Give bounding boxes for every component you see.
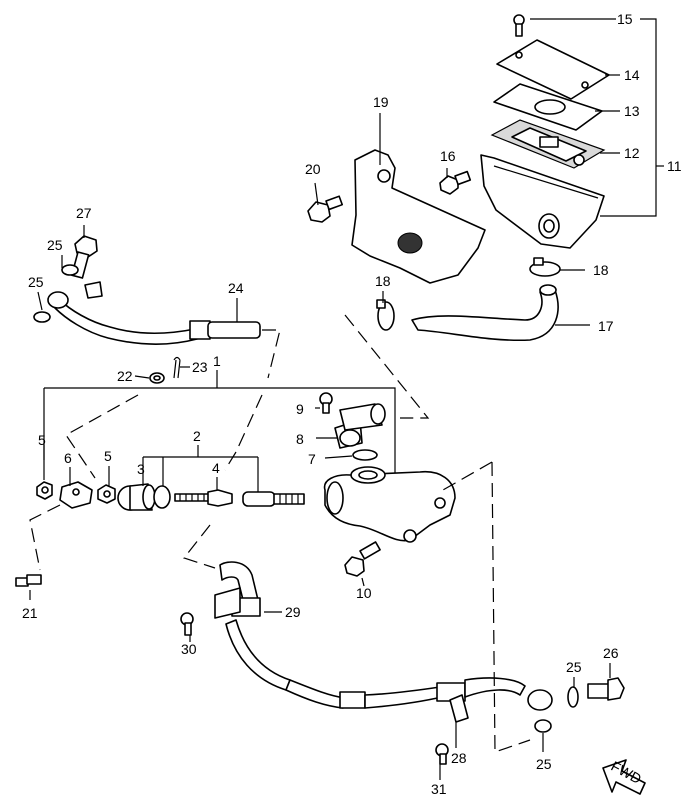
callout-20: 20 — [305, 161, 321, 177]
cotter-pin-23 — [173, 356, 181, 379]
callout-5-right: 5 — [104, 448, 112, 464]
callout-12: 12 — [624, 145, 640, 161]
master-cylinder-group — [36, 387, 456, 577]
bracket-bolt — [307, 195, 344, 223]
washer-25a — [61, 264, 79, 276]
washer-25d — [534, 719, 552, 733]
callout-22: 22 — [117, 368, 133, 384]
banjo-bolt-lower — [587, 677, 625, 701]
washer-25c — [567, 686, 579, 708]
master-cylinder-body — [323, 471, 456, 542]
callout-6: 6 — [64, 450, 72, 466]
reservoir-hose — [376, 284, 559, 342]
washer-25b — [33, 311, 51, 323]
callout-18-left: 18 — [375, 273, 391, 289]
hose-clamp-28 — [449, 694, 469, 723]
reservoir-bolt — [439, 170, 472, 195]
callout-7: 7 — [308, 451, 316, 467]
callout-25-c: 25 — [566, 659, 582, 675]
clevis-6 — [59, 481, 93, 509]
callout-9: 9 — [296, 401, 304, 417]
forward-direction-arrow: FWD — [602, 758, 646, 795]
leader-lines — [29, 18, 664, 780]
callout-19: 19 — [373, 94, 389, 110]
callout-17: 17 — [598, 318, 614, 334]
callout-1: 1 — [213, 353, 221, 369]
hose-clamp-lower — [376, 299, 395, 331]
hose-fitting-8 — [334, 403, 386, 449]
callout-2: 2 — [193, 428, 201, 444]
upper-brake-hose — [33, 235, 261, 345]
lower-brake-hose — [180, 561, 625, 765]
callout-25-b: 25 — [28, 274, 44, 290]
mounting-bolt-10 — [344, 541, 381, 577]
circlip — [153, 485, 171, 509]
callout-29: 29 — [285, 604, 301, 620]
callout-23: 23 — [192, 359, 208, 375]
reservoir-assembly — [439, 14, 610, 277]
callout-25-d: 25 — [536, 756, 552, 772]
callout-8: 8 — [296, 431, 304, 447]
hose-clamp-upper — [529, 257, 561, 277]
callout-16: 16 — [440, 148, 456, 164]
nut-5-right — [97, 484, 116, 504]
callout-24: 24 — [228, 280, 244, 296]
callout-3: 3 — [137, 461, 145, 477]
clamp-bolt-31 — [435, 743, 449, 765]
hose-clamp-29 — [214, 587, 241, 619]
callout-4: 4 — [212, 460, 220, 476]
nut-5-left — [36, 481, 53, 500]
piston-set-2 — [242, 491, 305, 507]
callout-14: 14 — [624, 67, 640, 83]
push-rod-4 — [174, 489, 233, 507]
callout-11: 11 — [667, 158, 682, 174]
callout-labels: 15 14 13 12 11 19 20 16 18 18 17 27 25 2… — [22, 11, 682, 797]
callout-30: 30 — [181, 641, 197, 657]
callout-27: 27 — [76, 205, 92, 221]
callout-10: 10 — [356, 585, 372, 601]
o-ring-7 — [352, 449, 378, 461]
reservoir-body — [480, 154, 605, 249]
callout-5-left: 5 — [38, 432, 46, 448]
clamp-bolt-30 — [180, 612, 194, 636]
bolt-9 — [319, 392, 333, 414]
callout-13: 13 — [624, 103, 640, 119]
callout-21: 21 — [22, 605, 38, 621]
reservoir-cap-screw — [513, 14, 525, 37]
bolt-21 — [15, 574, 42, 587]
callout-25-a: 25 — [47, 237, 63, 253]
callout-28: 28 — [451, 750, 467, 766]
callout-15: 15 — [617, 11, 633, 27]
callout-18-right: 18 — [593, 262, 609, 278]
callout-26: 26 — [603, 645, 619, 661]
callout-31: 31 — [431, 781, 447, 797]
reservoir-bracket — [307, 149, 486, 284]
boot-3 — [117, 483, 156, 511]
